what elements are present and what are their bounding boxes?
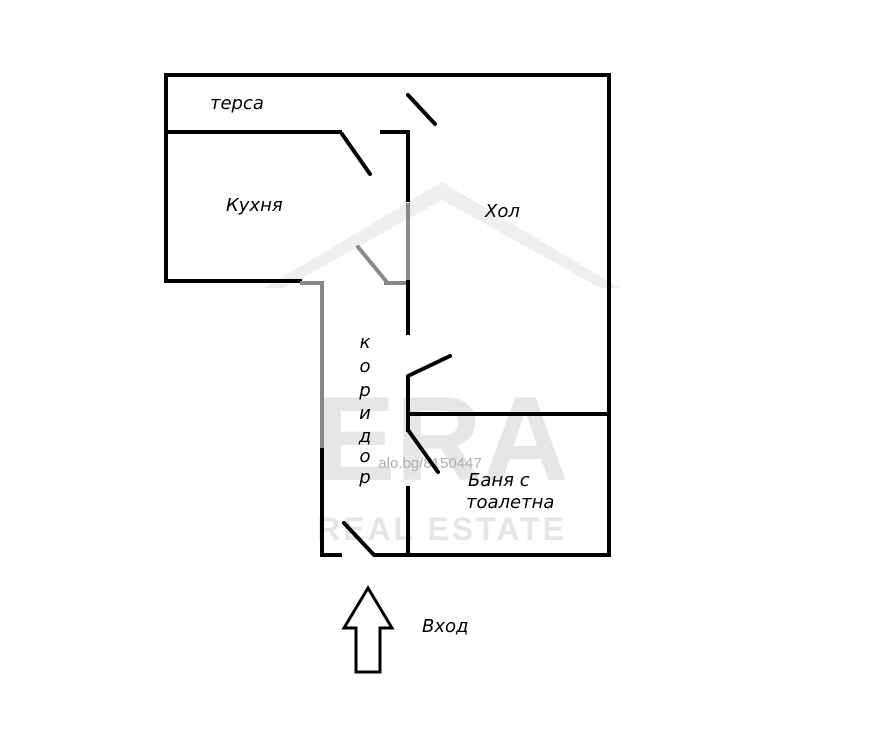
doors	[340, 93, 452, 557]
label-living-room: Хол	[484, 201, 520, 222]
era-watermark: ERA REAL ESTATE alo.bg/8150447	[264, 182, 620, 547]
door-terrace	[406, 93, 437, 126]
entrance-arrow-icon	[341, 585, 395, 674]
label-kitchen: Кухня	[226, 195, 283, 216]
corridor-letter: д	[358, 426, 371, 447]
corridor-letter: р	[358, 467, 370, 488]
corridor-letter: о	[359, 356, 370, 377]
label-bathroom-line2: тоалетна	[466, 492, 554, 513]
label-corridor: к о р и д о р	[358, 332, 371, 488]
label-terrace: терса	[210, 93, 264, 114]
label-bathroom-line1: Баня с	[468, 470, 530, 491]
door-kitchen-terrace	[340, 132, 372, 176]
corridor-letter: к	[360, 332, 371, 353]
door-bathroom	[406, 428, 440, 474]
corridor-letter: и	[359, 403, 371, 424]
watermark-tagline: REAL ESTATE	[317, 511, 567, 547]
corridor-letter: о	[359, 446, 370, 467]
watermark-brand: ERA	[315, 372, 568, 506]
label-entrance: Вход	[422, 616, 468, 637]
door-kitchen-corridor	[356, 245, 388, 283]
door-living-room	[406, 354, 452, 378]
door-entrance	[342, 521, 376, 557]
walls	[164, 73, 611, 557]
watermark-house-roof	[264, 182, 620, 288]
corridor-letter: р	[358, 380, 370, 401]
